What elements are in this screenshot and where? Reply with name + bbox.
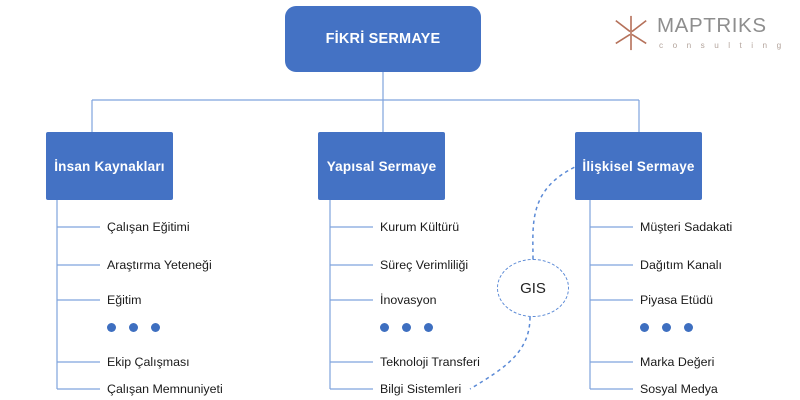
dot-icon [640,323,649,332]
dot-icon [380,323,389,332]
leaf-item[interactable]: Çalışan Eğitimi [107,220,190,234]
leaf-item[interactable]: Kurum Kültürü [380,220,460,234]
node-fikri-sermaye[interactable]: FİKRİ SERMAYE [285,6,481,72]
leaf-item[interactable]: Süreç Verimliliği [380,258,469,272]
leaf-item[interactable]: Sosyal Medya [640,382,718,396]
leaf-item[interactable]: İnovasyon [380,293,437,307]
node-yapisal-sermaye[interactable]: Yapısal Sermaye [318,132,445,200]
dot-icon [129,323,138,332]
dot-icon [402,323,411,332]
leaf-item[interactable]: Marka Değeri [640,355,715,369]
leaf-item[interactable]: Çalışan Memnuniyeti [107,382,223,396]
leaf-item[interactable]: Ekip Çalışması [107,355,190,369]
starburst-icon [615,15,647,51]
node-insan-kaynaklari-label: İnsan Kaynakları [54,158,165,174]
logo-subtitle: c o n s u l t i n g [659,40,785,50]
gis-connector-lower [469,316,531,390]
node-iliskisel-sermaye-label: İlişkisel Sermaye [582,158,695,174]
dot-icon [151,323,160,332]
node-fikri-sermaye-label: FİKRİ SERMAYE [325,31,441,47]
dot-icon [684,323,693,332]
gis-connector-upper [532,166,576,260]
leaf-item[interactable]: Eğitim [107,293,142,307]
ellipsis-dots-column-2 [380,323,433,332]
gis-annotation-label: GIS [520,279,546,297]
logo-name: MAPTRIKS [657,14,767,38]
leaf-item[interactable]: Piyasa Etüdü [640,293,714,307]
dot-icon [662,323,671,332]
dot-icon [424,323,433,332]
maptriks-logo: MAPTRIKS c o n s u l t i n g [612,8,790,58]
node-yapisal-sermaye-label: Yapısal Sermaye [326,158,437,174]
gis-annotation-bubble[interactable]: GIS [497,259,569,317]
dot-icon [107,323,116,332]
leaf-item[interactable]: Bilgi Sistemleri [380,382,462,396]
leaf-item[interactable]: Araştırma Yeteneği [107,258,212,272]
ellipsis-dots-column-1 [107,323,160,332]
ellipsis-dots-column-3 [640,323,693,332]
leaf-item[interactable]: Müşteri Sadakati [640,220,733,234]
node-iliskisel-sermaye[interactable]: İlişkisel Sermaye [575,132,702,200]
leaf-item[interactable]: Dağıtım Kanalı [640,258,722,272]
logo-text-block: MAPTRIKS c o n s u l t i n g [657,16,785,50]
node-insan-kaynaklari[interactable]: İnsan Kaynakları [46,132,173,200]
leaf-item[interactable]: Teknoloji Transferi [380,355,480,369]
